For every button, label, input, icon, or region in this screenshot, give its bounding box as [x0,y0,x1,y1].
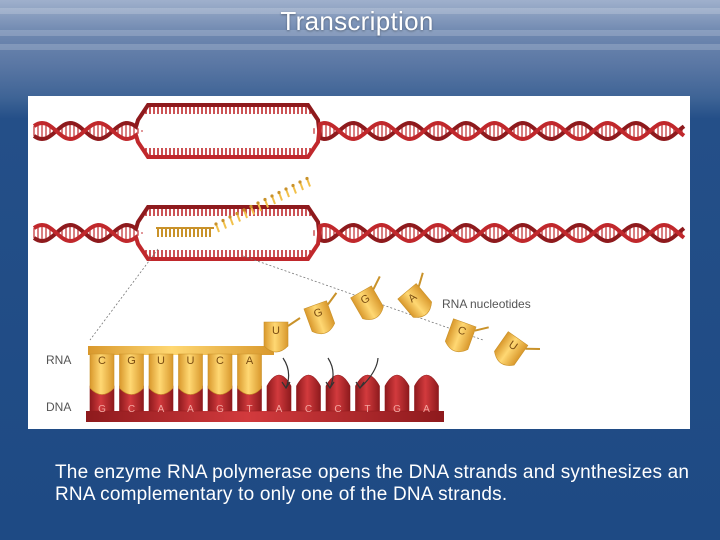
free-base-letter: U [272,325,280,337]
rna-nucleotide [148,353,174,395]
rna-base-letter: C [216,355,224,367]
rna-nucleotide [237,353,262,395]
rna-base-letter: U [187,355,195,367]
dna-base-letter: A [276,404,283,415]
nucleotide-head [228,215,232,219]
free-nucleotide: G [303,292,338,335]
nucleotide-head [270,194,274,198]
rna-nucleotide [178,353,203,395]
dna-base-letter: G [393,404,401,415]
arrow [327,357,334,389]
nucleotide-body [444,318,477,353]
dna-base-letter: C [128,404,135,415]
nucleotide-body [303,300,336,335]
nucleotide-head [249,204,253,209]
incorporation-arrows [281,357,379,390]
dna-backbone-strand [32,222,686,261]
dna-nucleotide [414,374,439,412]
phosphate-tail [474,326,489,332]
rna-nucleotides-label: RNA nucleotides [442,297,531,311]
free-base-letter: C [456,324,468,338]
rna-nucleotide [89,353,115,395]
free-nucleotide: U [494,331,541,366]
nucleotide-body [494,331,529,366]
dna-nucleotide [296,374,321,412]
dna-backbone-strand [32,205,686,244]
rna-backbone [88,346,274,355]
arrow-head [281,381,291,390]
dna-backbone-strand [32,120,686,159]
dna-helix-transcribing [32,176,686,261]
slide-caption: The enzyme RNA polymerase opens the DNA … [55,462,690,505]
dna-base-letter: G [216,404,224,415]
nucleotide-body [263,321,289,353]
free-nucleotide: A [397,272,432,318]
dna-base-letter: C [305,404,312,415]
dna-base-letter: A [423,404,430,415]
nucleotide-head [256,201,260,205]
arrow [282,357,290,389]
nucleotide-body [397,283,432,318]
nucleotide-head [263,197,267,202]
rna-nucleotide [119,353,144,395]
phosphate-tail [287,317,301,327]
dna-base-letter: T [364,404,370,415]
nucleotide-head [298,180,302,184]
nucleotide-head [221,218,225,223]
phosphate-tail [417,272,424,287]
phosphate-tail [327,292,338,306]
nucleotide-head [235,211,239,216]
rna-base-letter: C [98,355,106,367]
dna-base-letter: G [98,404,106,415]
header-stripe [0,30,720,36]
dna-backbone-strand [32,103,686,142]
dna-nucleotide [266,374,292,412]
arrow-head [325,381,335,390]
nucleotide-body [350,285,384,320]
nucleotide-head [305,176,309,181]
dna-nucleotide [384,374,410,412]
rna-nucleotide [207,353,233,395]
slide-title: Transcription [280,6,434,36]
nucleotide-head [277,190,281,195]
dna-helix-top [32,103,686,159]
free-nucleotide: U [263,317,301,353]
nucleotide-head [284,187,288,191]
free-nucleotide: C [444,318,489,353]
phosphate-tail [372,275,381,290]
rna-base-letter: A [246,355,254,367]
zoom-guide-lines [89,248,484,341]
rna-row-label: RNA [46,353,71,367]
nucleotide-head [214,222,218,226]
dna-nucleotide [355,374,380,412]
phosphate-tail [525,347,541,351]
header-stripe [0,44,720,50]
free-base-letter: G [312,306,324,320]
free-nucleotide: G [350,275,384,320]
dna-base-letter: A [187,404,194,415]
rna-base-letter: U [157,355,165,367]
nucleotide-head [291,183,295,188]
dna-row-label: DNA [46,400,71,414]
header-stripe [0,8,720,14]
dna-base-letter: C [334,404,341,415]
dna-base-letter: T [246,404,252,415]
nucleotide-head [242,208,246,212]
arrow [359,357,379,389]
dna-backbone [86,411,444,422]
arrow-head [355,381,365,390]
rna-base-letter: G [127,355,136,367]
dna-base-letter: A [158,404,165,415]
